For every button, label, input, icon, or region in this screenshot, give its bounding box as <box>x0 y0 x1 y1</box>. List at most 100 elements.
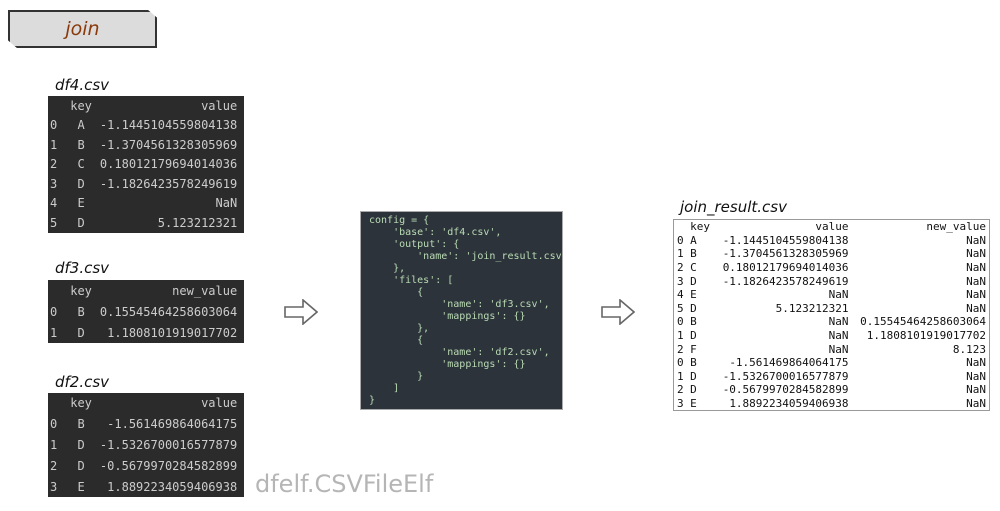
table-cell: D <box>690 383 697 397</box>
table-cell: NaN <box>828 288 849 302</box>
code-line: 'name': 'df3.csv', <box>369 299 550 310</box>
table-cell: 1 <box>50 437 58 452</box>
column-header: value <box>201 98 238 113</box>
table-cell: 1.1808101919017702 <box>866 329 986 343</box>
table-cell: D <box>690 301 697 315</box>
table-cell: NaN <box>966 369 986 383</box>
code-line: 'mappings': {} <box>369 359 526 370</box>
table-cell: -1.3704561328305969 <box>99 137 238 152</box>
table-cell: D <box>77 215 85 230</box>
table-cell: F <box>690 342 697 356</box>
table-cell: -0.5679970284582899 <box>722 383 849 397</box>
table-cell: D <box>690 329 697 343</box>
table-cell: -1.1826423578249619 <box>722 274 849 288</box>
table-cell: D <box>690 274 697 288</box>
df4-label: df4.csv <box>55 76 110 94</box>
table-cell: 0 <box>677 356 684 370</box>
table-cell: 2 <box>50 458 58 473</box>
table-cell: 3 <box>677 274 684 288</box>
table-cell: B <box>77 137 85 152</box>
table-cell: -1.1445104559804138 <box>99 118 238 133</box>
table-cell: B <box>690 315 697 329</box>
table-cell: A <box>77 118 85 133</box>
table-cell: -1.1826423578249619 <box>99 176 238 191</box>
table-cell: NaN <box>215 196 238 211</box>
table-cell: E <box>690 288 697 302</box>
table-cell: C <box>690 261 697 275</box>
table-cell: NaN <box>966 288 986 302</box>
table-cell: 1 <box>50 325 58 340</box>
table-cell: 8.123 <box>952 342 986 356</box>
table-cell: B <box>77 417 85 432</box>
table-cell: 0 <box>677 315 684 329</box>
table-cell: NaN <box>966 383 986 397</box>
table-cell: NaN <box>828 342 849 356</box>
table-cell: 0 <box>50 417 58 432</box>
table-cell: 0.15545464258603064 <box>860 315 986 329</box>
code-line: 'mappings': {} <box>369 311 526 322</box>
table-cell: NaN <box>828 315 849 329</box>
column-header: key <box>690 220 711 234</box>
code-line: 'name': 'df2.csv', <box>369 347 550 358</box>
table-cell: 5 <box>677 301 684 315</box>
table-cell: -1.3704561328305969 <box>722 247 849 261</box>
table-cell: 3 <box>50 479 58 494</box>
table-cell: 2 <box>50 157 58 172</box>
code-line: 'base': 'df4.csv', <box>369 227 502 238</box>
table-cell: 1.8892234059406938 <box>729 397 849 411</box>
table-cell: -1.561469864064175 <box>729 356 849 370</box>
table-row: 0 A -1.1445104559804138 <box>48 116 244 136</box>
column-header: new_value <box>172 283 238 298</box>
arrow-right-icon <box>601 299 635 325</box>
table-cell: 0.15545464258603064 <box>99 304 238 319</box>
table-cell: E <box>690 397 697 411</box>
table-cell: -1.5326700016577879 <box>722 369 849 383</box>
table-cell: D <box>77 458 85 473</box>
table-cell: 5 <box>50 215 58 230</box>
code-line: 'name': 'join_result.csv' <box>369 251 563 262</box>
table-cell: 5.123212321 <box>775 301 849 315</box>
table-cell: 1.8892234059406938 <box>107 479 238 494</box>
table-cell: 0 <box>677 233 684 247</box>
column-header <box>48 280 64 301</box>
table-cell: 0 <box>50 304 58 319</box>
column-header: value <box>201 396 238 411</box>
table-cell: 0 <box>50 118 58 133</box>
table-cell: 0.18012179694014036 <box>99 157 238 172</box>
table-cell: 1 <box>677 369 684 383</box>
table-cell: 4 <box>677 288 684 302</box>
table-cell: 1.1808101919017702 <box>107 325 238 340</box>
code-line: 'files': [ <box>369 275 454 286</box>
table-row: 3 D -1.1826423578249619 <box>48 174 244 194</box>
table-cell: D <box>77 176 85 191</box>
table-cell: 3 <box>50 176 58 191</box>
join-title-badge: join <box>8 10 157 48</box>
column-header: value <box>815 220 849 234</box>
table-cell: NaN <box>966 274 986 288</box>
code-line: } <box>369 371 424 382</box>
column-header: key <box>70 98 92 113</box>
column-header: key <box>70 283 92 298</box>
table-cell: B <box>690 247 697 261</box>
code-line: }, <box>369 323 430 334</box>
